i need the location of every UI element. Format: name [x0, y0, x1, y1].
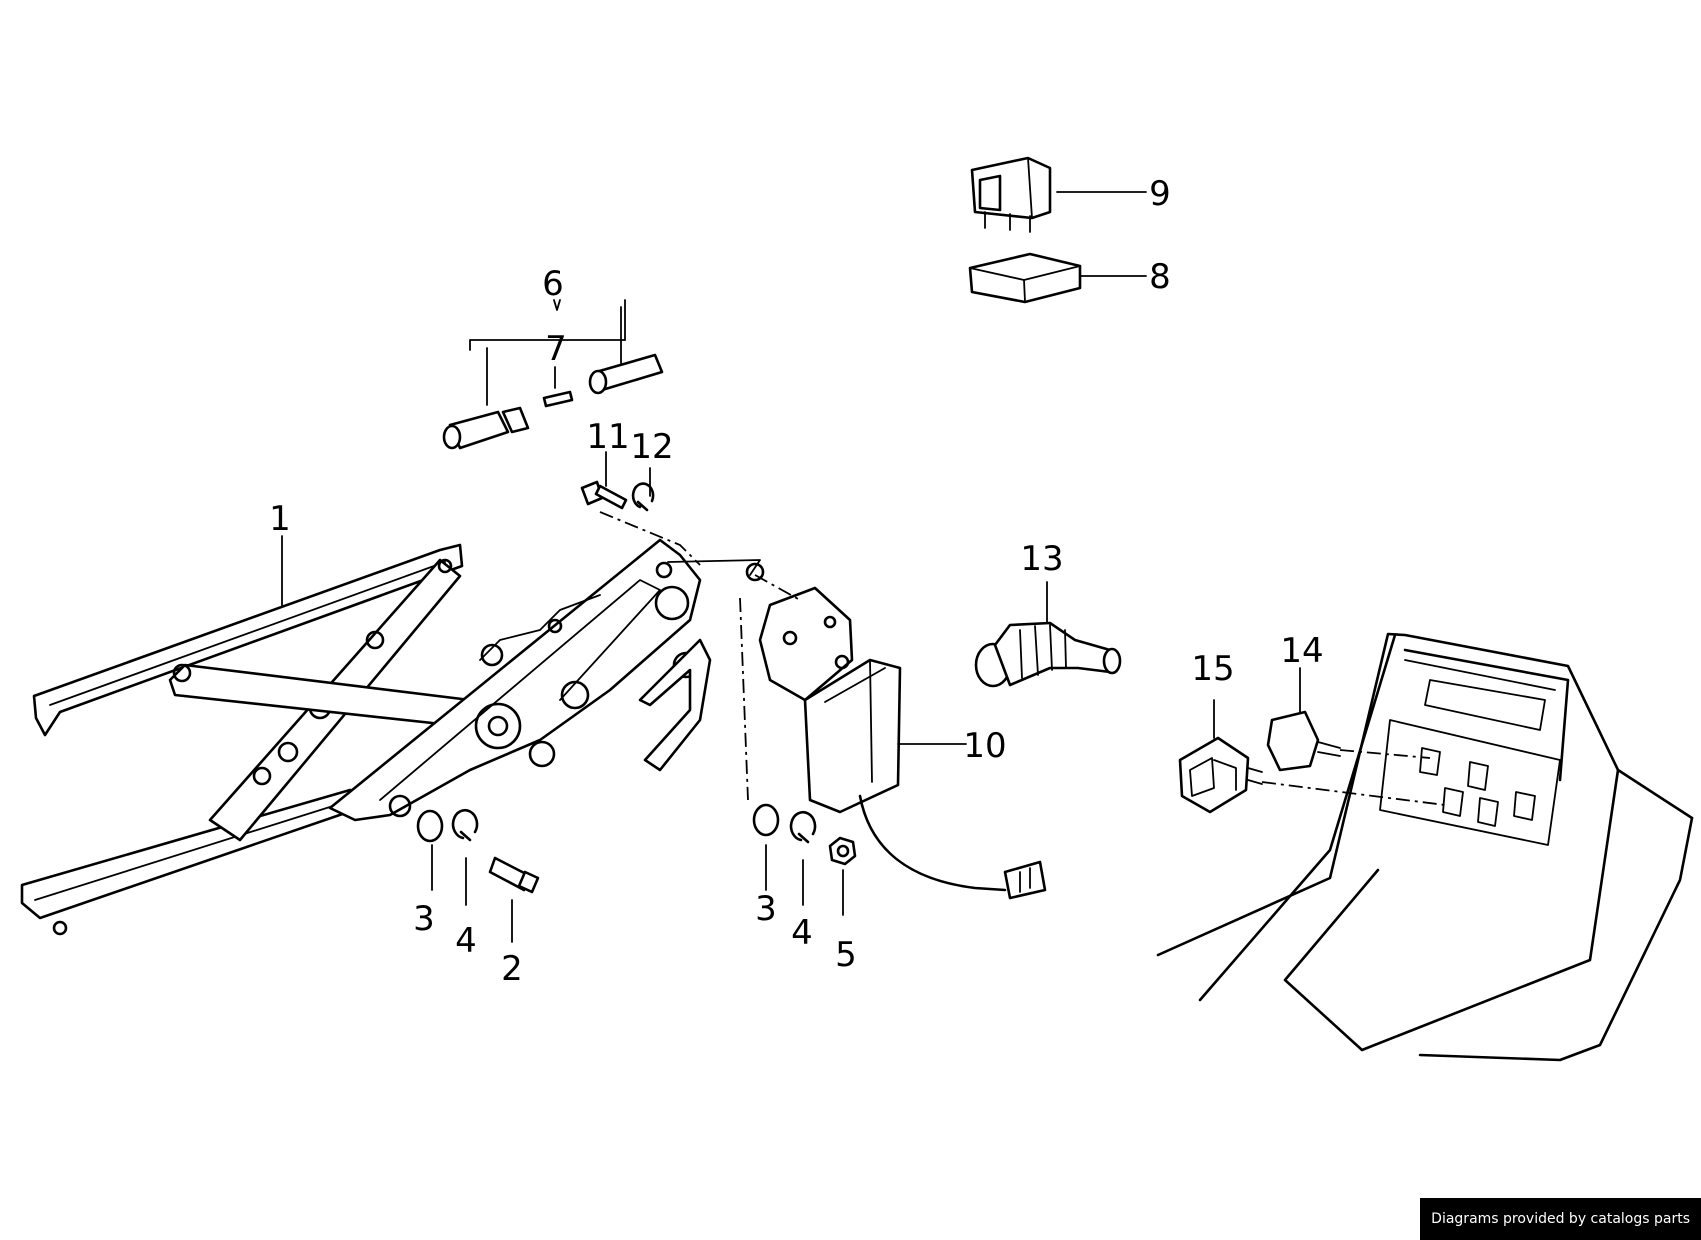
switch-15 [1178, 736, 1263, 814]
center-console [1156, 632, 1694, 1062]
boot-13 [974, 621, 1122, 688]
callout-5: 5 [835, 935, 857, 975]
callout-15: 15 [1191, 649, 1234, 689]
callout-13: 13 [1020, 539, 1063, 579]
spring-washer-4-left [451, 808, 479, 842]
callout-7: 7 [545, 329, 567, 369]
leader-lines [281, 191, 1301, 943]
washer-3-left [416, 809, 444, 843]
alignment-lines [599, 511, 1446, 806]
nut-5 [828, 836, 857, 866]
washer-3-right [752, 803, 780, 837]
relay-9 [970, 156, 1052, 233]
callout-3-right: 3 [755, 889, 777, 929]
connector-set-6 [442, 353, 664, 450]
bolt-2 [488, 856, 540, 894]
credit-banner: Diagrams provided by catalogs parts [1420, 1198, 1701, 1240]
callout-1: 1 [269, 499, 291, 539]
callout-8: 8 [1149, 257, 1171, 297]
callout-12: 12 [630, 427, 673, 467]
clip-12 [631, 482, 655, 512]
callout-4-left: 4 [455, 921, 477, 961]
callout-11: 11 [586, 417, 629, 457]
callout-9: 9 [1149, 174, 1171, 214]
window-regulator-frame [20, 538, 765, 936]
window-motor-10 [758, 586, 1047, 900]
pin-7 [542, 390, 574, 408]
callout-4-right: 4 [791, 913, 813, 953]
callout-10: 10 [963, 726, 1006, 766]
relay-base-8 [968, 252, 1082, 304]
switch-14 [1266, 710, 1341, 772]
callout-14: 14 [1280, 631, 1323, 671]
spring-washer-4-right [789, 810, 817, 844]
callout-6: 6 [542, 264, 564, 304]
callout-3-left: 3 [413, 899, 435, 939]
callout-labels: 1 2 3 4 3 4 5 6 7 8 9 10 11 12 13 14 15 [269, 174, 1323, 989]
screw-11 [580, 480, 628, 510]
callout-2: 2 [501, 949, 523, 989]
